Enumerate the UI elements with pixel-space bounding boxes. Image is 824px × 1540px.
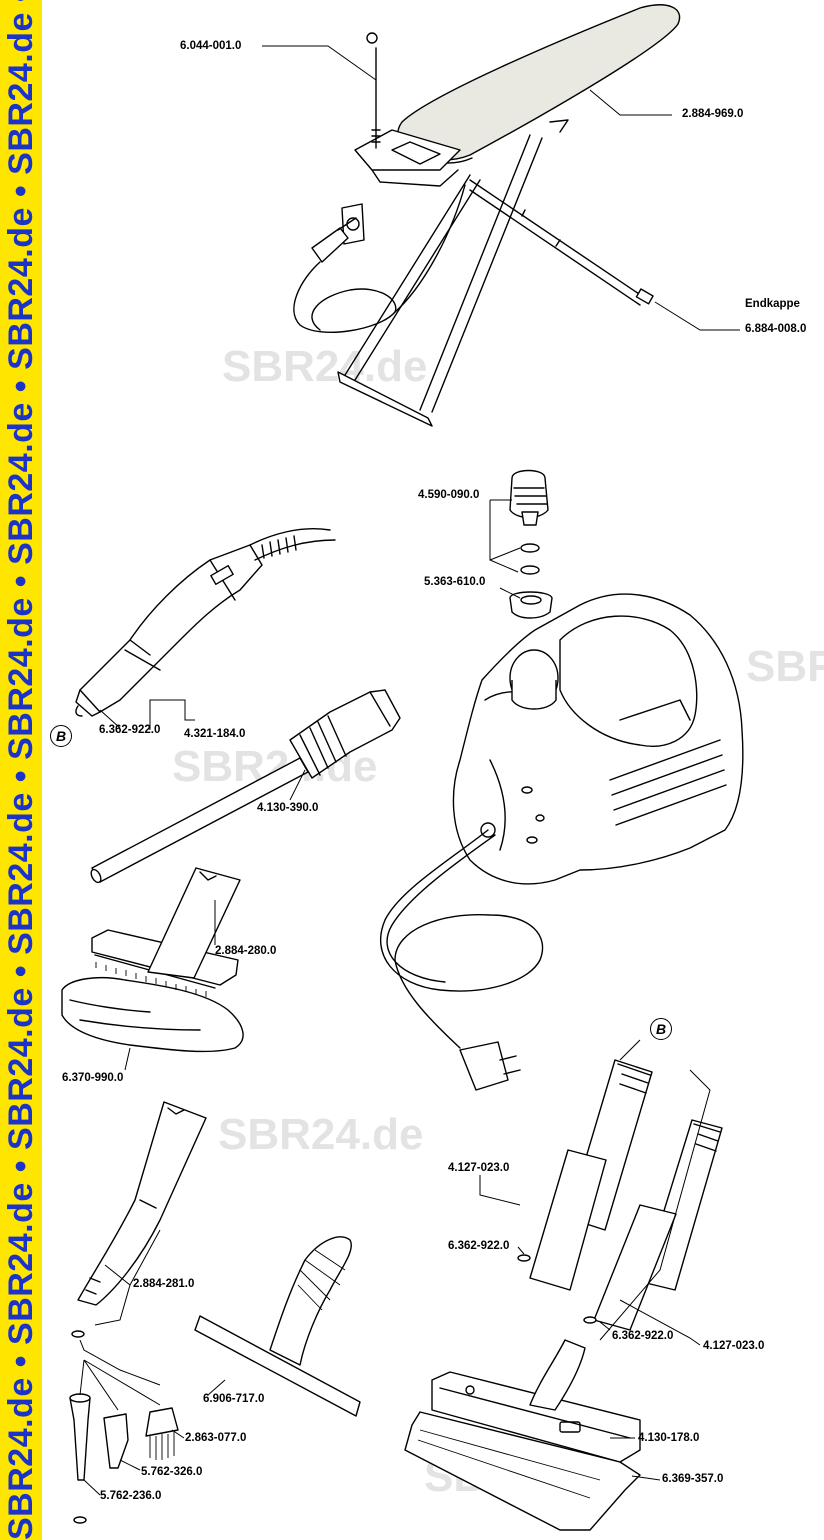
- part-label-6044001: 6.044-001.0: [180, 40, 242, 52]
- part-label-2884280: 2.884-280.0: [215, 945, 277, 957]
- part-label-4127023-b: 4.127-023.0: [703, 1340, 765, 1352]
- part-label-2884281: 2.884-281.0: [133, 1278, 195, 1290]
- part-label-4130178: 4.130-178.0: [638, 1432, 700, 1444]
- watermark: SBR24.de: [218, 1110, 424, 1159]
- window-squeegee-drawing: [194, 1236, 361, 1417]
- part-label-6370990: 6.370-990.0: [62, 1072, 124, 1084]
- part-label-4321184: 4.321-184.0: [184, 728, 246, 740]
- watermark: SBR24.de: [222, 342, 428, 391]
- ironing-board-drawing: [293, 4, 681, 427]
- part-label-2884969: 2.884-969.0: [682, 108, 744, 120]
- part-label-5363610: 5.363-610.0: [424, 576, 486, 588]
- steam-handle-drawing: [75, 527, 336, 717]
- part-label-6362922-a: 6.362-922.0: [99, 724, 161, 736]
- part-label-6884008: 6.884-008.0: [745, 323, 807, 335]
- part-label-4127023-a: 4.127-023.0: [448, 1162, 510, 1174]
- watermark: SBF: [746, 642, 824, 691]
- part-label-4590090: 4.590-090.0: [418, 489, 480, 501]
- part-label-6362922-b: 6.362-922.0: [448, 1240, 510, 1252]
- leader-lines: [79, 45, 740, 1496]
- floor-nozzle-drawing: [404, 1339, 641, 1531]
- part-label-endkappe: Endkappe: [745, 298, 800, 310]
- side-banner: SBR24.de • SBR24.de • SBR24.de • SBR24.d…: [0, 0, 42, 1540]
- crevice-nozzle-drawing: [69, 1101, 207, 1524]
- part-label-5762326: 5.762-326.0: [141, 1466, 203, 1478]
- floor-brush-drawing: [61, 867, 244, 1053]
- part-label-2863077: 2.863-077.0: [185, 1432, 247, 1444]
- part-label-6362922-c: 6.362-922.0: [612, 1330, 674, 1342]
- part-label-4130390: 4.130-390.0: [257, 802, 319, 814]
- steam-cleaner-body-drawing: [380, 469, 744, 1091]
- connector-marker-b: B: [50, 725, 72, 747]
- connector-marker-b: B: [650, 1018, 672, 1040]
- part-label-6369357: 6.369-357.0: [662, 1473, 724, 1485]
- extension-tubes-drawing: [517, 1039, 723, 1341]
- part-label-5762236: 5.762-236.0: [100, 1490, 162, 1502]
- extension-rod-drawing: [90, 689, 401, 884]
- part-label-6906717: 6.906-717.0: [203, 1393, 265, 1405]
